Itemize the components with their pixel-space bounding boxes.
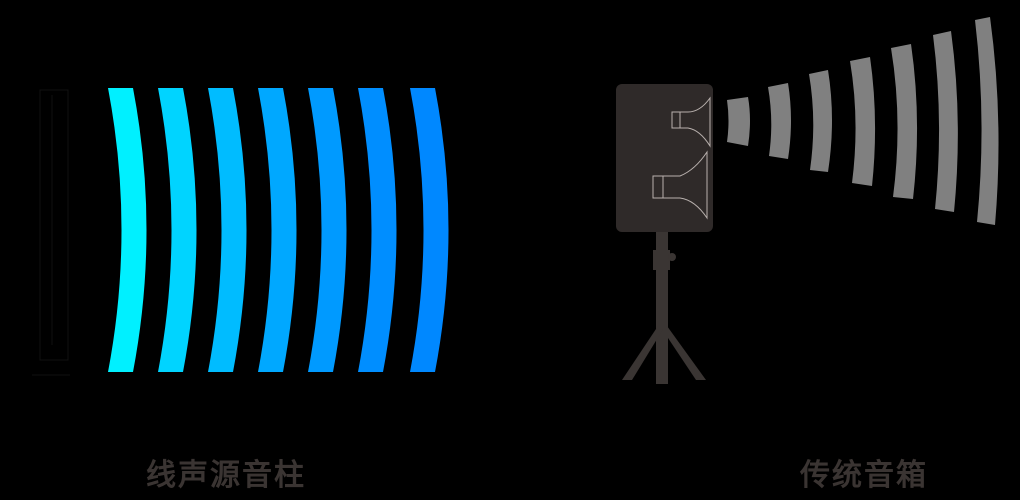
traditional-speaker-label: 传统音箱 bbox=[800, 458, 928, 493]
line-source-waves bbox=[108, 88, 449, 372]
traditional-speaker-waves bbox=[727, 17, 999, 225]
tripod-speaker-icon bbox=[616, 84, 713, 384]
line-source-column-label: 线声源音柱 bbox=[146, 458, 306, 493]
column-speaker-icon bbox=[32, 89, 70, 376]
